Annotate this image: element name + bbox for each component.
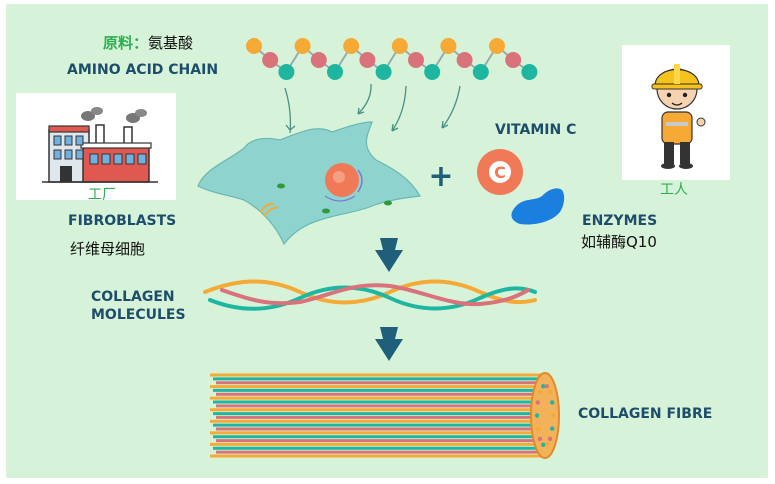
fibre-end-dot	[537, 436, 543, 442]
amino-acid-bead	[310, 52, 327, 68]
amino-acid-bead	[505, 52, 522, 68]
amino-acid-bead	[472, 64, 489, 80]
factory-icon	[42, 107, 158, 183]
worker-icon	[651, 64, 706, 169]
amino-acid-bead	[408, 52, 424, 68]
fibre-end-dot	[541, 442, 546, 447]
amino-acid-chain-label: AMINO ACID CHAIN	[67, 62, 219, 78]
amino-acid-bead	[424, 64, 441, 80]
collagen-molecules-label-line2: MOLECULES	[91, 307, 186, 323]
raw-material-title: 原料：氨基酸	[103, 34, 193, 52]
fibroblasts-cn-label: 纤维母细胞	[70, 240, 146, 258]
amino-acid-bead	[278, 64, 295, 80]
collagen-molecules-label-line1: COLLAGEN	[91, 289, 175, 305]
fibre-end-dot	[537, 389, 543, 395]
factory-label: 工厂	[88, 187, 116, 203]
fibre-end-dot	[534, 413, 540, 418]
amino-acid-bead	[343, 38, 360, 54]
chain-arrow-2	[357, 83, 372, 115]
fibre-end-dot	[535, 400, 540, 405]
flow-arrows	[375, 238, 403, 361]
amino-acid-bead	[489, 38, 505, 54]
amino-acid-bead	[440, 38, 457, 54]
vitamin-c-label: VITAMIN C	[495, 122, 577, 138]
amino-acid-bead	[246, 38, 262, 54]
fibre-end-dot	[544, 442, 549, 447]
amino-acid-bead	[391, 38, 408, 54]
amino-acid-bead	[262, 52, 279, 68]
fibroblasts-label: FIBROBLASTS	[68, 213, 177, 229]
down-arrow-2	[375, 327, 403, 361]
down-arrow-1	[375, 238, 403, 272]
fibre-end-dot	[541, 384, 546, 389]
amino-acid-bead	[327, 64, 343, 80]
amino-acid-bead	[359, 52, 376, 68]
chain-to-cell-arrows	[284, 83, 461, 134]
amino-acid-bead	[456, 52, 473, 68]
enzymes-label: ENZYMES	[582, 213, 658, 229]
amino-acid-bead	[521, 64, 538, 80]
collagen-fibre	[210, 372, 560, 459]
collagen-fibre-label: COLLAGEN FIBRE	[578, 406, 713, 422]
raw-material-name: 氨基酸	[148, 34, 194, 52]
amino-acid-bead	[375, 64, 392, 80]
enzyme-icon	[511, 188, 565, 225]
fibroblast-cell	[197, 121, 421, 246]
chain-arrow-3	[391, 85, 407, 132]
chain-arrow-4	[441, 85, 461, 129]
fibre-end-dot	[550, 413, 556, 418]
amino-acid-chain	[246, 38, 538, 80]
vitamin-c-icon: C	[477, 149, 523, 195]
fibre-end-dot	[550, 400, 555, 405]
fibre-end-dot	[547, 389, 553, 395]
amino-acid-bead	[294, 38, 311, 54]
vitamin-c-letter: C	[494, 163, 506, 182]
collagen-helix	[203, 279, 537, 311]
worker-label: 工人	[660, 182, 688, 198]
enzymes-cn-label: 如辅酶Q10	[581, 233, 657, 251]
fibre-end-dot	[535, 426, 540, 431]
plus-sign: +	[428, 159, 453, 194]
fibre-end-dot	[550, 426, 555, 431]
fibre-end-dot	[544, 384, 549, 389]
fibre-end-dot	[547, 436, 553, 442]
raw-material-prefix: 原料：	[103, 34, 149, 52]
fibre-end-cap	[530, 372, 560, 459]
